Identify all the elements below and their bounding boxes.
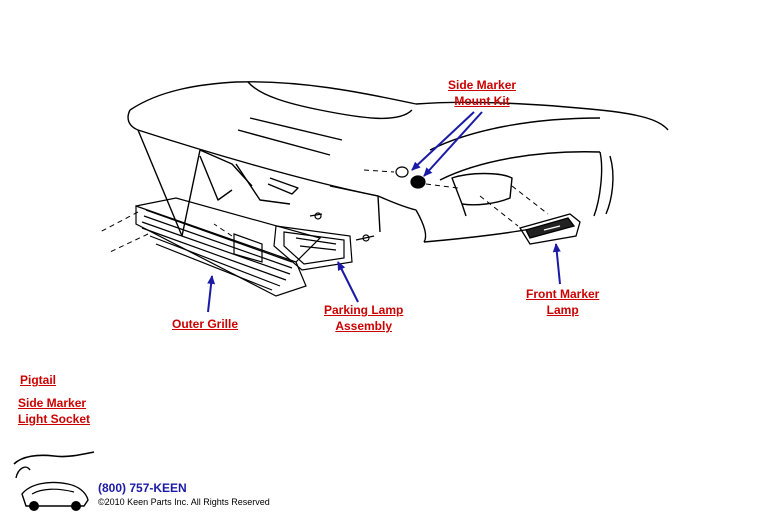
callout-arrows (207, 111, 561, 313)
side-marker-mount-kit-link[interactable]: Side Marker Mount Kit (448, 77, 516, 109)
label-line: Parking Lamp (324, 303, 404, 317)
keen-parts-logo (13, 451, 95, 511)
parking-lamp-drawing (273, 212, 375, 271)
arrow-front-marker (552, 243, 561, 285)
mount-kit-drawing (395, 166, 426, 189)
arrow-mount-kit-1 (411, 111, 475, 171)
outer-grille-drawing (135, 197, 322, 297)
outer-grille-link[interactable]: Outer Grille (172, 316, 238, 332)
label-line: Front Marker (526, 287, 600, 301)
car-body-drawing (127, 81, 669, 243)
pigtail-link[interactable]: Pigtail (20, 372, 56, 388)
front-marker-drawing (518, 213, 581, 245)
arrow-outer-grille (207, 275, 216, 313)
label-line: Light Socket (18, 412, 91, 426)
label-line: Outer Grille (172, 317, 239, 331)
side-marker-light-socket-link[interactable]: Side Marker Light Socket (18, 395, 90, 427)
label-line: Assembly (335, 319, 393, 333)
phone-number: (800) 757-KEEN (98, 481, 187, 495)
front-marker-lamp-link[interactable]: Front Marker Lamp (526, 286, 599, 318)
label-line: Lamp (546, 303, 579, 317)
arrow-parking-lamp (337, 261, 359, 303)
label-line: Mount Kit (454, 94, 510, 108)
label-line: Side Marker (18, 396, 87, 410)
leader-lines (99, 169, 549, 253)
parking-lamp-assembly-link[interactable]: Parking Lamp Assembly (324, 302, 403, 334)
label-line: Side Marker (448, 78, 517, 92)
label-line: Pigtail (20, 373, 57, 387)
copyright-text: ©2010 Keen Parts Inc. All Rights Reserve… (98, 497, 270, 507)
arrow-mount-kit-2 (423, 111, 483, 177)
